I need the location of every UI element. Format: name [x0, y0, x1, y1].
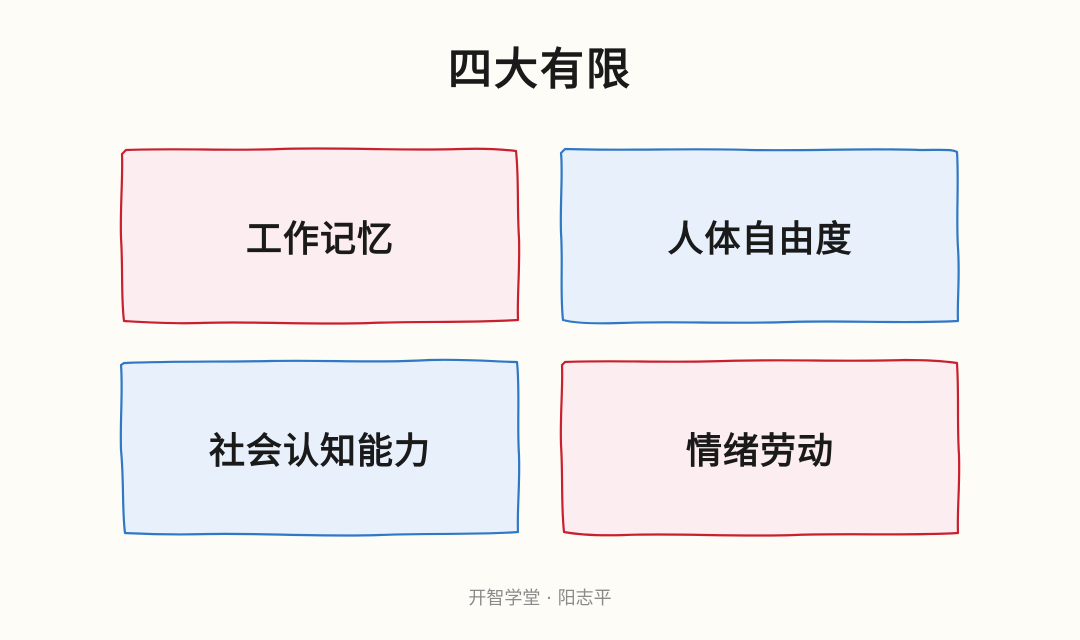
card-label: 情绪劳动 — [685, 431, 834, 472]
card-label: 人体自由度 — [667, 219, 853, 260]
card-working-memory: 工作记忆 — [119, 147, 521, 325]
card-frame — [559, 147, 960, 325]
card-frame — [119, 358, 521, 537]
footer-credit: 开智学堂 · 阳志平 — [468, 588, 612, 609]
card-label: 社会认知能力 — [208, 431, 431, 472]
card-social-cognition: 社会认知能力 — [119, 358, 521, 537]
card-frame — [559, 358, 961, 537]
card-body-freedom: 人体自由度 — [559, 147, 960, 325]
diagram-title: 四大有限 — [448, 44, 632, 95]
card-emotional-labor: 情绪劳动 — [559, 358, 961, 537]
card-frame — [119, 147, 521, 325]
card-label: 工作记忆 — [245, 219, 394, 260]
